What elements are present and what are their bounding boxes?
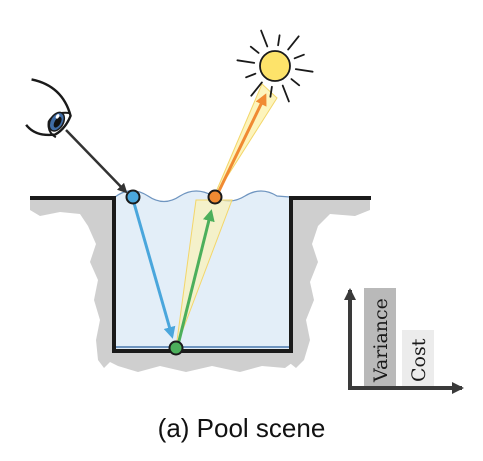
floor-vertex-green (168, 340, 184, 356)
sun-ray-stroke (260, 29, 269, 48)
surface-vertex-blue (125, 189, 141, 205)
sun-ray-stroke (290, 78, 301, 87)
light-path-ray (176, 209, 215, 346)
ground-bottom (106, 352, 296, 372)
ground-left (30, 200, 120, 368)
refracted-ray (132, 202, 176, 339)
variance-cost-legend: Variance Cost (344, 288, 464, 394)
sun-ray-stroke (245, 72, 257, 79)
sun-ray-stroke (269, 85, 273, 98)
variance-label: Variance (370, 298, 392, 383)
sun-ray (216, 93, 267, 194)
sun-ray-stroke (293, 53, 305, 60)
sun-icon (236, 29, 314, 103)
ground-right (286, 200, 370, 368)
sun-ray-stroke (294, 68, 314, 73)
sun-ray-stroke (281, 84, 290, 103)
camera-ray (65, 129, 128, 194)
figure-caption: (a) Pool scene (157, 413, 326, 443)
sun-ray-stroke (249, 45, 260, 54)
water-surface (114, 190, 291, 203)
sun-ray-stroke (277, 34, 281, 47)
cost-bar (402, 330, 434, 386)
cost-label: Cost (408, 338, 430, 382)
variance-bar (364, 288, 396, 386)
surface-vertex-orange (207, 189, 223, 205)
sun-ray-stroke (287, 35, 300, 51)
sun-ray-stroke (250, 81, 263, 97)
ground (30, 200, 370, 372)
sun-ray-stroke (236, 59, 256, 64)
pool-outline (30, 196, 371, 353)
eye-icon (25, 78, 72, 139)
